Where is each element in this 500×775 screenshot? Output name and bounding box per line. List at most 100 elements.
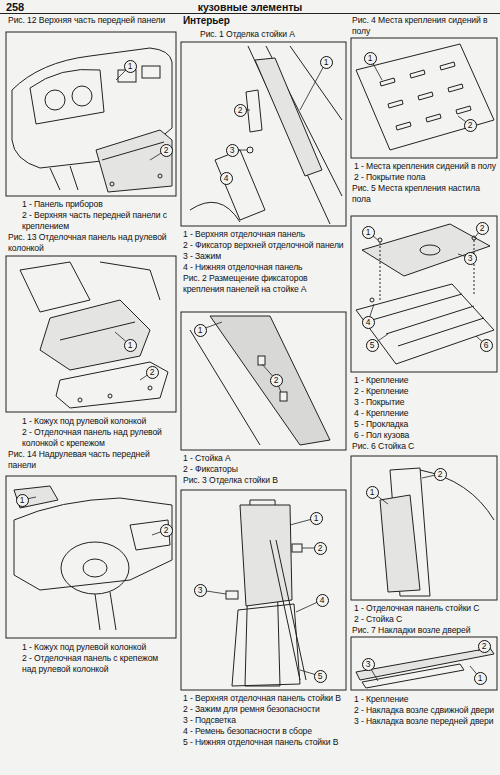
dashboard-upper-figure-part [45,90,65,110]
caption-text: 1 - Верхняя отделочная панель [183,229,346,240]
a-pillar-fasteners-figure-part [190,330,260,445]
callout-circle: 3 [226,144,239,157]
callout-number: 1 [478,674,483,683]
a-pillar-trim-figure-part [290,46,342,120]
page-frame-part [351,456,497,600]
b-pillar-trim-figure-part [232,604,300,686]
callout-circle: 1 [310,512,323,525]
page-frame-part [0,13,500,14]
steering-column-trim-figure-part [100,262,160,300]
door-sill-figure [356,646,494,688]
caption-text: Рис. 3 Отделка стойки В [183,475,346,486]
callout-circle: 2 [270,374,283,387]
floor-cover-figure-part [420,245,440,255]
b-pillar-trim-figure-part [292,544,302,552]
a-pillar-fasteners-figure-part [210,316,330,445]
floor-cover-figure-part [370,298,374,302]
caption-text: 2 - Накладка возле сдвижной двери [354,705,498,716]
callout-number: 3 [366,660,371,669]
callout-number: 2 [150,368,155,377]
callout-number: 1 [370,488,375,497]
caption-text: 1 - Отделочная панель стойки С [354,603,498,614]
b-pillar-trim-figure-part [240,505,292,606]
dashboard-upper-figure-part [110,182,114,186]
callout-circle: 5 [366,339,379,352]
callout-circle: 4 [220,172,233,185]
dashboard-upper-figure [12,48,172,192]
dashboard-upper-figure-part [158,174,162,178]
callout-number: 1 [324,58,329,67]
callout-number: 4 [320,596,325,605]
a-pillar-trim-figure-part [248,46,342,224]
steering-column-trim-figure-part [148,386,152,390]
callout-number: 1 [198,326,203,335]
a-pillar-trim-figure-part [190,202,240,222]
callout-number: 4 [224,174,229,183]
seat-mount-floor-figure-part [370,58,470,125]
a-pillar-trim-figure-part [215,150,265,220]
page-frame-part [351,216,497,372]
page-frame-part [351,38,497,158]
caption-text: 1 - Кожух под рулевой колонкой [22,416,174,427]
callout-circle: 5 [314,670,327,683]
dashboard-upper-figure-part [116,66,166,160]
callout-circle: 2 [314,542,327,555]
caption-text: 1 - Кожух под рулевой колонкой [22,642,174,653]
c-pillar-figure [372,468,494,596]
caption-text: Рис. 2 Размещение фиксаторов крепления п… [183,273,346,295]
callout-circle: 2 [160,524,173,537]
a-pillar-trim-figure-part [246,90,262,132]
floor-cover-figure-part [472,236,476,240]
callout-number: 4 [366,318,371,327]
door-sill-figure-part [368,646,484,681]
callout-circle: 4 [362,316,375,329]
callout-number: 1 [366,228,371,237]
callout-number: 2 [468,121,473,130]
steering-column-trim-figure [20,262,168,408]
callout-circle: 2 [434,468,447,481]
b-pillar-trim-figure-part [226,591,238,599]
caption-text: Рис. 5 Места крепления настила пола [352,183,498,205]
c-pillar-figure-part [420,470,494,520]
seat-mount-floor-figure-part [356,44,494,150]
b-pillar-trim-figure-part [200,518,322,676]
a-pillar-fasteners-figure-part [258,356,265,365]
callout-circle: 4 [316,594,329,607]
c-pillar-figure-part [372,474,440,504]
page-frame-part [351,637,497,690]
caption-text: 2 - Покрытие пола [354,172,498,183]
callout-number: 1 [20,496,25,505]
caption-text: 2 - Фиксатор верхней отделочной панели [183,240,346,251]
caption-text: 3 - Покрытие [354,397,498,408]
page-frame-part [181,490,346,690]
floor-cover-figure-part [356,284,494,364]
callout-number: 1 [128,341,133,350]
callout-circle: 2 [234,104,247,117]
callout-circle: 2 [478,640,491,653]
caption-text: 1 - Места крепления сидений в полу [354,161,498,172]
callout-circle: 3 [362,658,375,671]
caption-text: 2 - Стойка С [354,614,498,625]
seat-mount-floor-figure-part [396,106,471,130]
floor-cover-figure-part [372,294,484,346]
caption-text: 5 - Нижняя отделочная панель стойки В [183,737,346,748]
callout-circle: 1 [366,486,379,499]
dashboard-upper-figure-part [96,130,172,192]
callout-number: 1 [314,514,319,523]
caption-text: Рис. 13 Отделочная панель над рулевой ко… [8,232,176,254]
page-frame-part [181,312,346,450]
dashboard-upper-figure-part [142,66,160,78]
caption-text: 1 - Верхняя отделочная панель стойки В [183,693,346,704]
c-pillar-figure-part [380,495,420,592]
caption-text: Рис. 14 Надрулевая часть передней панели [8,449,176,471]
callout-circle: 2 [464,119,477,132]
callout-number: 3 [230,146,235,155]
callout-number: 5 [370,341,375,350]
dashboard-upper-figure-part [30,69,104,124]
page-frame-part [6,32,176,196]
page-frame-part [6,476,176,638]
callout-circle: 1 [474,672,487,685]
a-pillar-trim-figure-part [247,147,253,153]
callout-circle: 1 [320,56,333,69]
